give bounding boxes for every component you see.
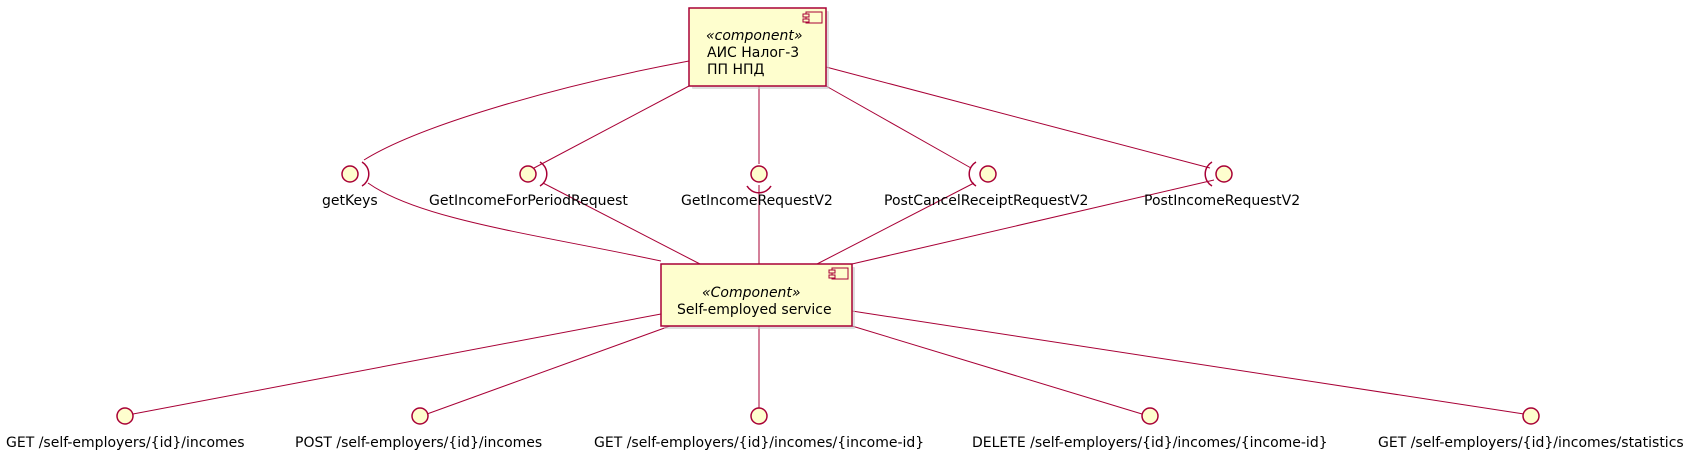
provided-interface-post-incomes[interactable]: POST /self-employers/{id}/incomes xyxy=(295,407,542,451)
provided-interface-get-statistics[interactable]: GET /self-employers/{id}/incomes/statist… xyxy=(1378,407,1684,451)
component-self-employed-service[interactable]: «Component» Self-employed service xyxy=(660,263,855,329)
provided-interface-label: POST /self-employers/{id}/incomes xyxy=(295,435,542,451)
required-interface-label: GetIncomeRequestV2 xyxy=(681,193,833,209)
socket-icon xyxy=(361,161,370,187)
provided-interface-label: GET /self-employers/{id}/incomes/statist… xyxy=(1378,435,1684,451)
nalog-stereotype: «component» xyxy=(706,28,802,44)
edge-nalog-getincomeforperiod xyxy=(533,85,690,169)
edge-nalog-getkeys xyxy=(363,60,690,161)
edge-nalog-postincome xyxy=(825,66,1211,169)
required-interface-getkeys[interactable]: getKeys xyxy=(322,161,378,209)
required-interface-postincomev2[interactable]: PostIncomeRequestV2 xyxy=(1144,161,1300,209)
nalog-name-line-1: АИС Налог-3 xyxy=(707,45,799,61)
service-stereotype: «Component» xyxy=(702,285,801,301)
service-name: Self-employed service xyxy=(677,302,832,318)
edges-bottom xyxy=(132,310,1525,415)
component-icon xyxy=(828,267,849,280)
edge-nalog-postcancel xyxy=(825,85,972,169)
socket-icon xyxy=(968,161,977,187)
component-nalog[interactable]: «component» АИС Налог-3 ПП НПД xyxy=(688,7,829,89)
edge-postcancel-service xyxy=(816,182,975,265)
provided-interface-delete-income-id[interactable]: DELETE /self-employers/{id}/incomes/{inc… xyxy=(972,407,1328,451)
provided-interface-get-income-id[interactable]: GET /self-employers/{id}/incomes/{income… xyxy=(594,407,924,451)
required-interface-label: GetIncomeForPeriodRequest xyxy=(429,193,628,209)
edge-getkeys-service xyxy=(367,182,662,262)
nalog-name-line-2: ПП НПД xyxy=(707,62,765,78)
required-interface-label: PostIncomeRequestV2 xyxy=(1144,193,1300,209)
edge-getincomeforperiod-service xyxy=(542,182,701,265)
provided-interface-get-incomes[interactable]: GET /self-employers/{id}/incomes xyxy=(6,407,245,451)
required-interface-label: PostCancelReceiptRequestV2 xyxy=(884,193,1088,209)
required-interface-label: getKeys xyxy=(322,193,378,209)
edge-service-post-incomes xyxy=(426,325,671,415)
provided-interface-label: DELETE /self-employers/{id}/incomes/{inc… xyxy=(972,435,1328,451)
required-interface-getincomeforperiod[interactable]: GetIncomeForPeriodRequest xyxy=(429,161,628,209)
socket-icon xyxy=(539,161,548,187)
provided-interface-label: GET /self-employers/{id}/incomes xyxy=(6,435,245,451)
required-interface-postcancelreceipt[interactable]: PostCancelReceiptRequestV2 xyxy=(884,161,1088,209)
edges-top xyxy=(363,60,1211,169)
component-icon xyxy=(802,11,823,24)
socket-icon xyxy=(746,185,772,194)
socket-icon xyxy=(1204,161,1213,187)
required-interface-getincomerequestv2[interactable]: GetIncomeRequestV2 xyxy=(681,165,833,209)
edge-service-get-incomes xyxy=(132,313,662,415)
provided-interface-label: GET /self-employers/{id}/incomes/{income… xyxy=(594,435,924,451)
edge-postincome-service xyxy=(851,179,1215,265)
edge-service-delete-income-id xyxy=(851,325,1143,415)
edge-service-get-statistics xyxy=(851,310,1525,415)
edges-middle xyxy=(367,179,1215,265)
